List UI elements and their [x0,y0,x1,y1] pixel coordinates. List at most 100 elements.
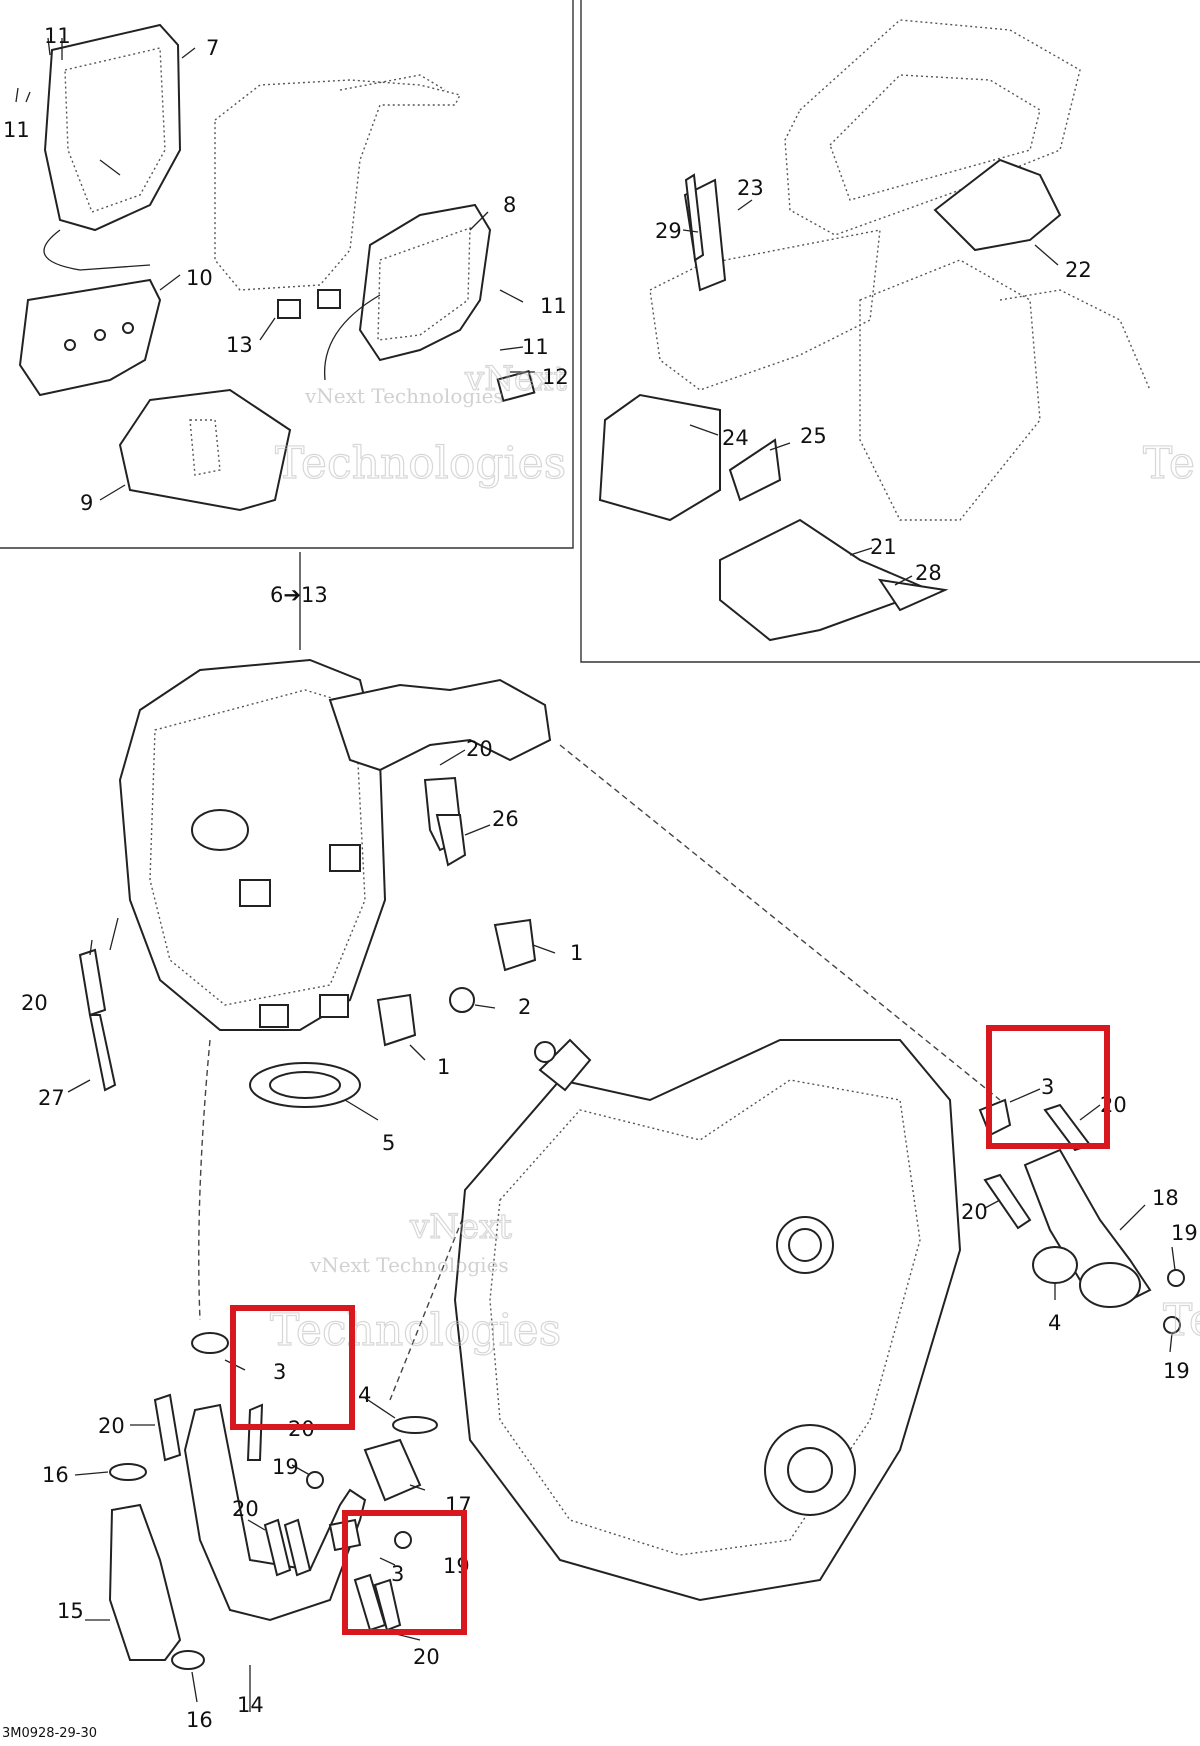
part-19-nut-c [306,1471,324,1489]
part-14-pipe [183,1403,367,1622]
part-7-arrow [99,159,121,176]
part-22-pad [933,158,1062,252]
main-muffler [118,658,552,1031]
callout-25: 25 [800,424,827,448]
engine-output-shaft [787,1447,833,1493]
routing-dashline-a [559,744,1001,1101]
leaders-muffler [67,749,556,1121]
callout-26: 26 [492,807,519,831]
part-15-tailpipe [108,1503,182,1661]
callout-10: 10 [186,266,213,290]
callout-1-b: 1 [437,1055,450,1079]
muffler-mount-a [239,879,271,907]
part-8-shield [358,203,492,362]
callout-29: 29 [655,219,682,243]
part-29-strip [684,173,705,262]
callout-15: 15 [57,1599,84,1623]
muffler-mount-b [329,844,361,872]
inset-frame-left [0,0,574,549]
engine-dipstick [538,1038,592,1092]
callout-11-a: 11 [44,24,71,48]
callout-9: 9 [80,491,93,515]
part-18-flange [1079,1262,1141,1308]
part-17-flange [363,1438,422,1502]
spring-20e [153,1393,182,1462]
callout-12: 12 [542,365,569,389]
muffler-outlet [191,809,249,851]
callout-27: 27 [38,1086,65,1110]
watermark-top: vNext Technologies Technologies vNext [274,358,567,489]
callout-16-a: 16 [42,1463,69,1487]
routing-dashline-b [198,1039,211,1321]
part-16-clamp-bottom [171,1650,205,1670]
watermark-outline-top: Technologies [275,438,566,489]
callout-20-e: 20 [98,1414,125,1438]
muffler-body [118,658,387,1031]
spring-20g-b [283,1518,312,1577]
part-28-pad [877,578,949,612]
rear-cover-group [598,19,1151,642]
pipe-outline-top-right [999,289,1151,391]
watermark-outline-top-b: vNext [464,359,567,399]
callout-20-d: 20 [961,1200,988,1224]
spring-20b [78,948,107,1017]
watermark-edge-top: Te [1143,438,1195,489]
rear-exhaust-parts [108,1332,438,1670]
callout-19-b: 19 [1163,1359,1190,1383]
muffler-outline-inset [214,79,462,291]
callout-3-c: 3 [391,1562,404,1586]
part-19-nut-d [394,1531,412,1549]
part-29-tray [649,229,881,391]
callout-14: 14 [237,1693,264,1717]
leaders-top-right [682,199,1059,586]
part-10-hole-b [94,329,106,341]
part-13-block-a [277,299,301,319]
diagram-reference-code: 3M0928-29-30 [2,1726,97,1741]
part-7-to-10-cable [43,229,151,271]
part-10-hole-a [64,339,76,351]
muffler-outline-top-right [859,259,1041,521]
callout-18: 18 [1152,1186,1179,1210]
callout-20-b: 20 [21,991,48,1015]
watermark-outline-mid-b: vNext [409,1207,512,1247]
callout-19-a: 19 [1171,1221,1198,1245]
highlight-boxes [230,1025,1110,1635]
callout-4-b: 4 [358,1383,371,1407]
part-10-pad [18,278,162,397]
part-21-plate [719,518,933,642]
spring-20d [983,1173,1032,1230]
callout-11-d: 11 [522,335,549,359]
engine-exhaust-port-inner [788,1228,822,1262]
muffler-mount-d [319,994,349,1018]
part-3-clamp-left [191,1332,229,1354]
part-26-bracket [435,814,467,867]
callout-19-c: 19 [272,1455,299,1479]
muffler-inlet-pipe [328,678,552,772]
watermark-mid: vNext Technologies Technologies vNext [269,1206,561,1356]
callout-7: 7 [206,36,219,60]
watermark-text-top: vNext Technologies [304,384,504,408]
part-10-hole-c [122,322,134,334]
part-12-plate [496,370,536,402]
part-25-wedge [728,438,782,502]
part-1-block-a [493,918,537,972]
watermark-text-mid: vNext Technologies [309,1253,509,1277]
part-19-nut-a [1167,1269,1185,1287]
watermark-edge-mid: Te [1163,1295,1200,1346]
callout-21: 21 [870,535,897,559]
muffler-mount-c [259,1004,289,1028]
part-5-seal-inner [269,1071,341,1099]
engine-inner-detail [489,1079,921,1556]
engine-dipstick-ring [534,1041,556,1063]
callout-24: 24 [722,426,749,450]
callout-16-b: 16 [186,1708,213,1732]
callout-22: 22 [1065,258,1092,282]
front-exhaust-parts [978,1098,1185,1334]
heat-shield-group [18,23,536,512]
part-7-inner-detail [64,47,166,213]
part-8-to-9-cable [323,294,381,381]
part-13-block-b [317,289,341,309]
callout-5: 5 [382,1131,395,1155]
